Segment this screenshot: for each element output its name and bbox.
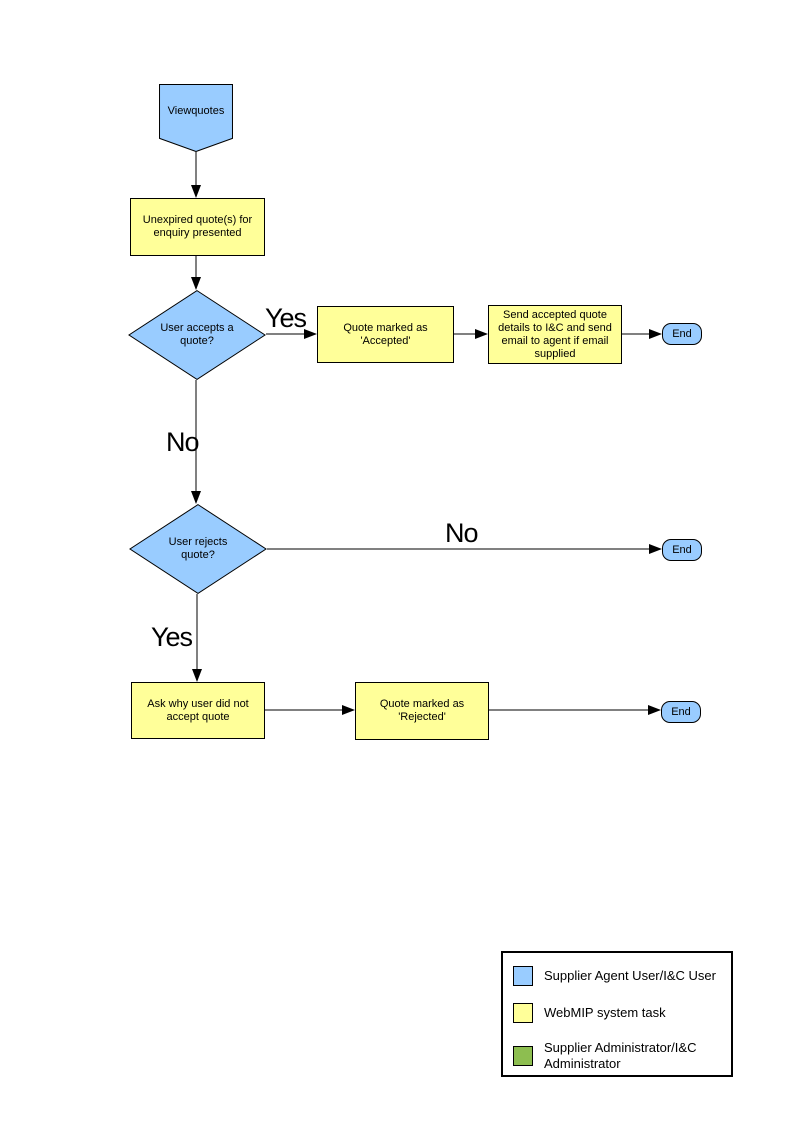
legend-swatch-yellow: [513, 1003, 533, 1023]
node-quote-accepted[interactable]: Quote marked as 'Accepted': [317, 306, 454, 363]
node-unexpired-quotes-label: Unexpired quote(s) for enquiry presented: [142, 214, 253, 239]
legend: Supplier Agent User/I&C User WebMIP syst…: [501, 951, 733, 1077]
legend-label: Supplier Agent User/I&C User: [544, 968, 716, 983]
edge-label-accepts-yes: Yes: [265, 303, 307, 333]
node-send-details-label: Send accepted quote details to I&C and s…: [498, 308, 612, 360]
node-ask-why-label: Ask why user did not accept quote: [147, 697, 249, 723]
node-end-reject-no-label: End: [672, 543, 692, 556]
legend-swatch-blue: [513, 966, 533, 986]
diamond-shape: [129, 504, 267, 594]
node-end-reject-no[interactable]: End: [662, 539, 702, 561]
legend-swatch-green: [513, 1046, 533, 1066]
edge-label-accepts-no: No: [166, 427, 200, 457]
node-quote-accepted-label: Quote marked as 'Accepted': [343, 321, 428, 347]
node-quote-rejected-label: Quote marked as 'Rejected': [379, 698, 465, 723]
node-user-accepts[interactable]: User accepts a quote?: [128, 290, 266, 380]
node-quote-rejected[interactable]: Quote marked as 'Rejected': [355, 682, 489, 740]
node-end-accept-label: End: [672, 327, 692, 340]
legend-item-supplier-agent: Supplier Agent User/I&C User: [513, 966, 721, 986]
diamond-shape: [128, 290, 266, 380]
edge-label-rejects-yes: Yes: [151, 622, 193, 652]
node-user-accepts-label: User accepts a quote?: [160, 322, 234, 347]
node-view-quotes-label: Viewquotes: [167, 104, 225, 117]
legend-item-webmip-task: WebMIP system task: [513, 1003, 721, 1023]
node-end-accept[interactable]: End: [662, 323, 702, 345]
node-user-rejects[interactable]: User rejects quote?: [129, 504, 267, 594]
pentagon-shape: [159, 84, 233, 152]
node-view-quotes[interactable]: Viewquotes: [159, 84, 233, 152]
node-end-reject-yes-label: End: [671, 705, 691, 718]
node-ask-why[interactable]: Ask why user did not accept quote: [131, 682, 265, 739]
node-end-reject-yes[interactable]: End: [661, 701, 701, 723]
legend-label: Supplier Administrator/I&C Administrator: [544, 1040, 697, 1071]
legend-label: WebMIP system task: [544, 1005, 666, 1020]
node-send-details[interactable]: Send accepted quote details to I&C and s…: [488, 305, 622, 364]
node-user-rejects-label: User rejects quote?: [168, 536, 228, 561]
edge-label-rejects-no: No: [445, 518, 479, 548]
node-unexpired-quotes[interactable]: Unexpired quote(s) for enquiry presented: [130, 198, 265, 256]
legend-item-supplier-admin: Supplier Administrator/I&C Administrator: [513, 1040, 721, 1072]
